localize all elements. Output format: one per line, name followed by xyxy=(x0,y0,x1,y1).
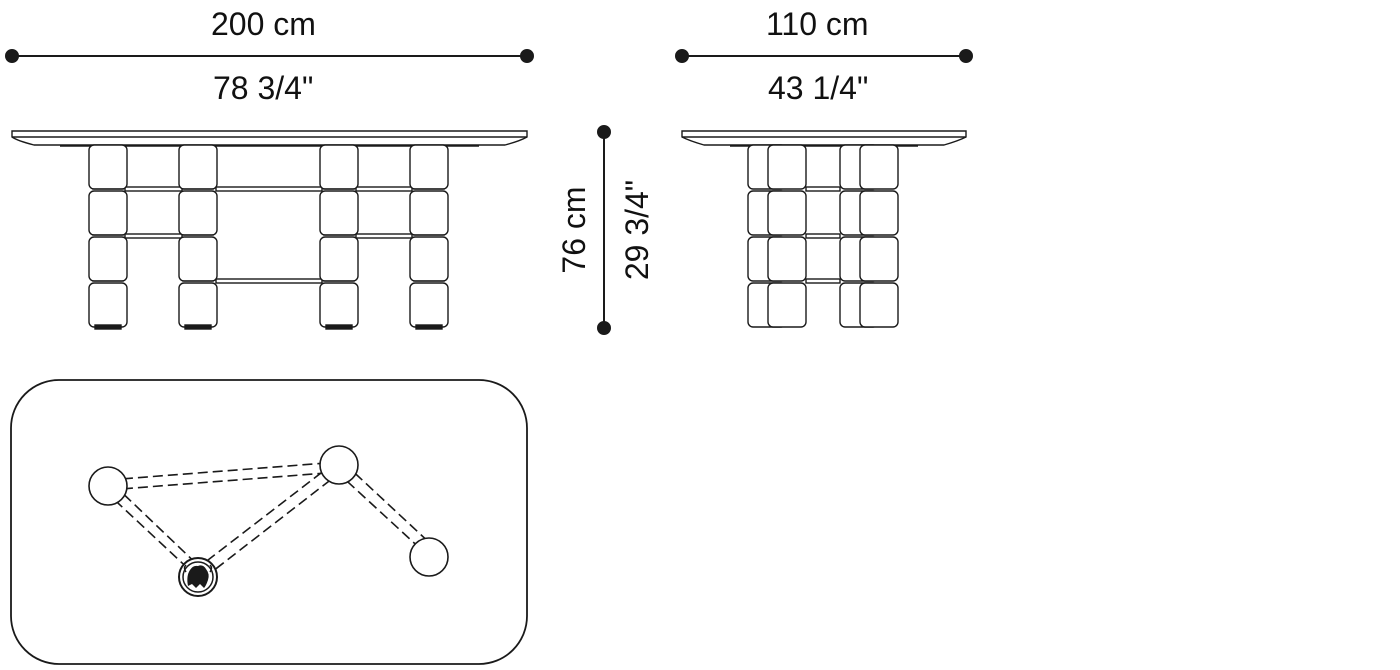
plan-leg xyxy=(319,445,359,485)
leg-front-3 xyxy=(319,144,359,330)
tabletop-side xyxy=(681,130,967,146)
leg-front-2 xyxy=(178,144,218,330)
stretcher xyxy=(124,233,183,239)
leg-front-1 xyxy=(88,144,128,330)
front-elevation-view xyxy=(11,130,528,330)
depth-imperial-label: 43 1/4" xyxy=(768,70,869,106)
stretcher xyxy=(124,186,183,192)
depth-dimension-line xyxy=(675,49,973,63)
side-elevation-view xyxy=(681,130,967,328)
leg-side-front-right xyxy=(859,144,899,328)
leg-side-front-left xyxy=(767,144,807,328)
tabletop-front xyxy=(11,130,528,146)
width-imperial-label: 78 3/4" xyxy=(213,70,314,106)
width-metric-label: 200 cm xyxy=(211,6,316,42)
stretcher xyxy=(215,186,323,192)
plan-leg xyxy=(88,466,128,506)
tabletop-plan-outline xyxy=(10,379,528,665)
stretcher xyxy=(355,233,413,239)
plan-stretchers xyxy=(103,461,434,579)
griffin-emblem-icon xyxy=(178,557,218,597)
stretcher xyxy=(355,186,413,192)
stretcher xyxy=(215,278,323,284)
plan-leg xyxy=(409,537,449,577)
height-dimension-line xyxy=(597,125,611,335)
plan-view xyxy=(10,379,528,665)
depth-metric-label: 110 cm xyxy=(766,6,869,42)
leg-front-4 xyxy=(409,144,449,330)
width-dimension-line xyxy=(5,49,534,63)
